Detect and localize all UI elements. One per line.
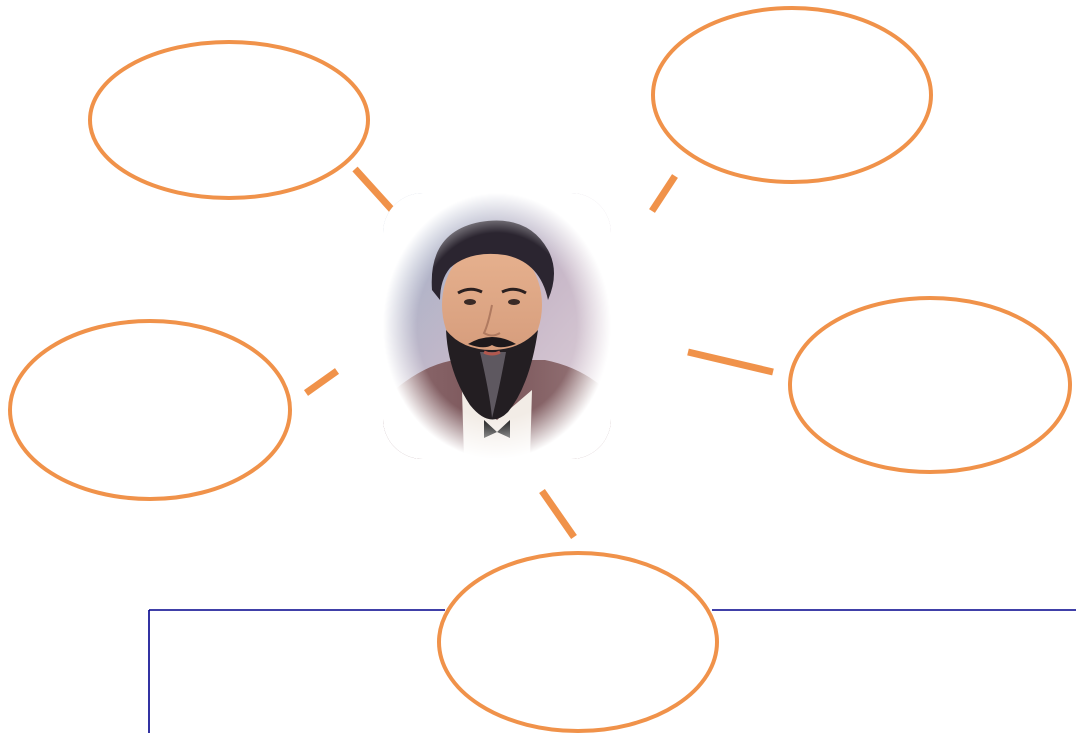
connector-top-left xyxy=(352,166,396,214)
node-middle-left[interactable] xyxy=(8,319,292,501)
connector-middle-right xyxy=(687,348,774,376)
node-top-right[interactable] xyxy=(651,6,933,184)
node-bottom[interactable] xyxy=(437,551,719,733)
blue-frame xyxy=(148,609,1076,733)
node-top-left[interactable] xyxy=(88,40,370,200)
connector-middle-left xyxy=(303,368,340,396)
connector-top-right xyxy=(649,174,678,213)
connector-bottom xyxy=(539,489,577,539)
node-middle-right[interactable] xyxy=(788,296,1072,474)
nodes xyxy=(8,6,1072,733)
center-portrait xyxy=(383,193,611,459)
connectors xyxy=(303,166,774,539)
